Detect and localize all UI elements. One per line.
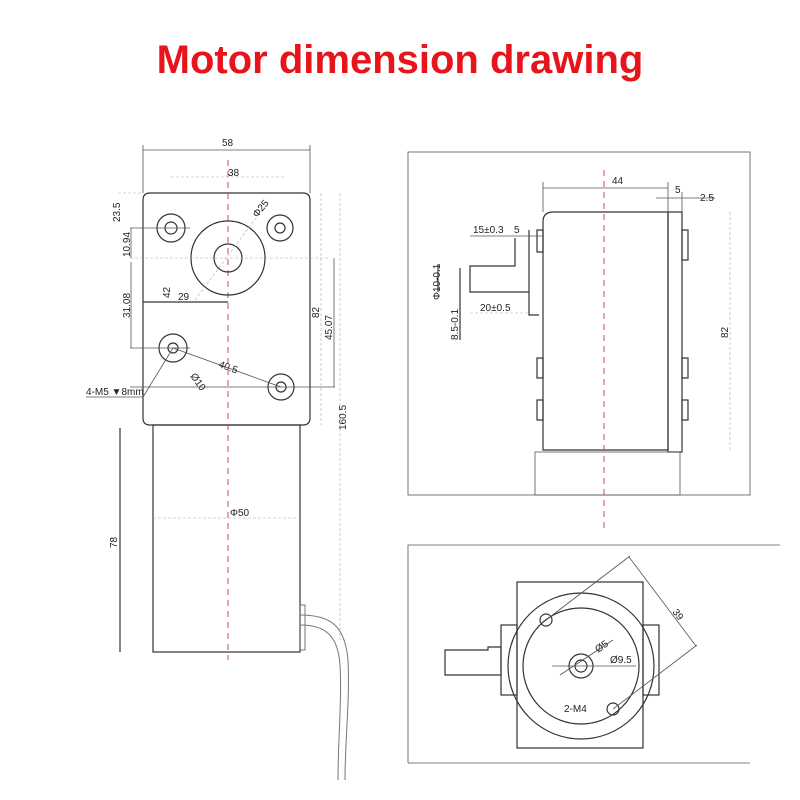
dim-29: 29 <box>178 292 190 303</box>
dim-15: 15±0.3 <box>473 225 504 236</box>
dim-total: 160.5 <box>338 405 349 430</box>
dim-78: 78 <box>109 536 120 548</box>
dim-42: 42 <box>162 286 173 298</box>
gearbox-side <box>542 211 669 451</box>
dim-44: 44 <box>612 176 624 187</box>
motor-body <box>152 424 301 653</box>
dim-top-offset: 23.5 <box>112 202 123 222</box>
dim-hole-spacing: 38 <box>228 168 240 179</box>
dim-31: 31.08 <box>122 293 133 318</box>
front-view: 58 38 23.5 10.94 31.08 Φ25 42 29 40.5 Ø1… <box>86 138 349 781</box>
dim-5-dia: Ø5 <box>593 639 611 656</box>
dim-82: 82 <box>311 306 322 318</box>
dim-9-5-dia: Ø9.5 <box>610 655 632 666</box>
dim-shaft-dia: Φ10-0.1 <box>432 263 443 300</box>
dim-20: 20±0.5 <box>480 303 511 314</box>
terminal <box>299 604 306 651</box>
dim-motor-dia: Φ50 <box>230 508 250 519</box>
dim-boss: Ø10 <box>188 371 208 393</box>
wire <box>299 624 342 781</box>
hole-note: 4-M5 ▼8mm <box>86 387 144 398</box>
hole-note-rear: 2-M4 <box>564 704 587 715</box>
dim-39: 39 <box>670 607 686 623</box>
side-view: 44 5 2.5 15±0.3 5 Φ10-0.1 8.5-0.1 20±0.5… <box>407 151 751 530</box>
dim-bore: Φ25 <box>251 198 272 220</box>
dim-hole-offset: 10.94 <box>122 232 133 257</box>
dim-flat: 8.5-0.1 <box>450 308 461 340</box>
dim-shoulder: 5 <box>514 225 520 236</box>
dim-2-5: 2.5 <box>700 193 714 204</box>
dim-82-side: 82 <box>720 326 731 338</box>
shaft-end <box>444 646 502 676</box>
gearbox-outline <box>142 192 311 426</box>
dim-45: 45.07 <box>324 315 335 340</box>
dim-width: 58 <box>222 138 234 149</box>
wire <box>299 614 349 781</box>
output-shaft <box>469 238 529 293</box>
rear-view: 39 Ø5 Ø9.5 2-M4 <box>407 544 780 764</box>
page-title: Motor dimension drawing <box>156 38 644 82</box>
dim-5: 5 <box>675 185 681 196</box>
